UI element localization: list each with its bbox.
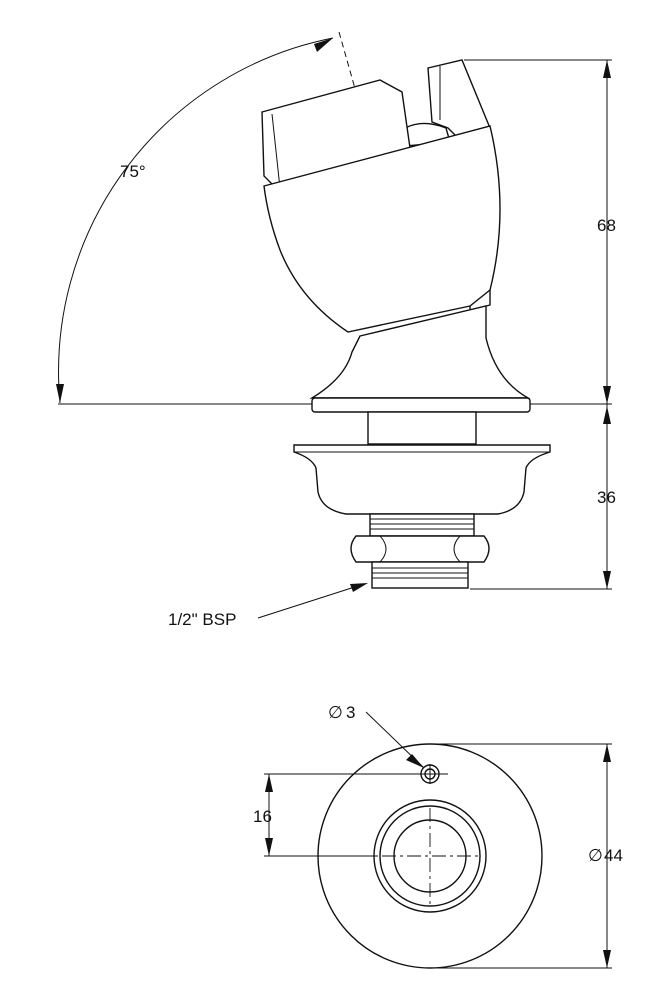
hex-nut-face [379, 535, 461, 563]
height-top-label: 68 [597, 216, 616, 235]
upper-thread [369, 513, 475, 537]
height-dimensions: 68 36 [464, 59, 616, 590]
flange-plate [311, 397, 531, 413]
shaft-stem [367, 411, 477, 445]
angle-label: 75° [120, 162, 146, 181]
swivel-cup [263, 125, 501, 333]
escutcheon-cup [293, 444, 551, 515]
hole-diameter-label: 3 [346, 703, 355, 722]
thread-label: 1/2" BSP [168, 610, 236, 629]
thread-callout: 1/2" BSP [168, 583, 368, 629]
boss-middle [379, 805, 481, 907]
plan-view: ∅ 44 ∅ 3 16 [253, 703, 623, 969]
handle-stub-edge [271, 113, 281, 189]
height-bottom-label: 36 [597, 488, 616, 507]
lower-thread [371, 561, 469, 589]
diameter-symbol-44: ∅ [588, 846, 603, 865]
base-diameter-label: 44 [604, 846, 623, 865]
angle-dimension: 75° [56, 31, 357, 404]
hole-offset-label: 16 [253, 807, 272, 826]
hex-nut [350, 535, 490, 563]
side-view: 75° [56, 31, 616, 629]
angle-ref-line [338, 31, 357, 93]
angle-arc [58, 37, 334, 404]
angle-arrow-top [314, 38, 333, 52]
diameter-symbol-3: ∅ [328, 703, 343, 722]
angle-arrow-bottom [56, 384, 64, 403]
